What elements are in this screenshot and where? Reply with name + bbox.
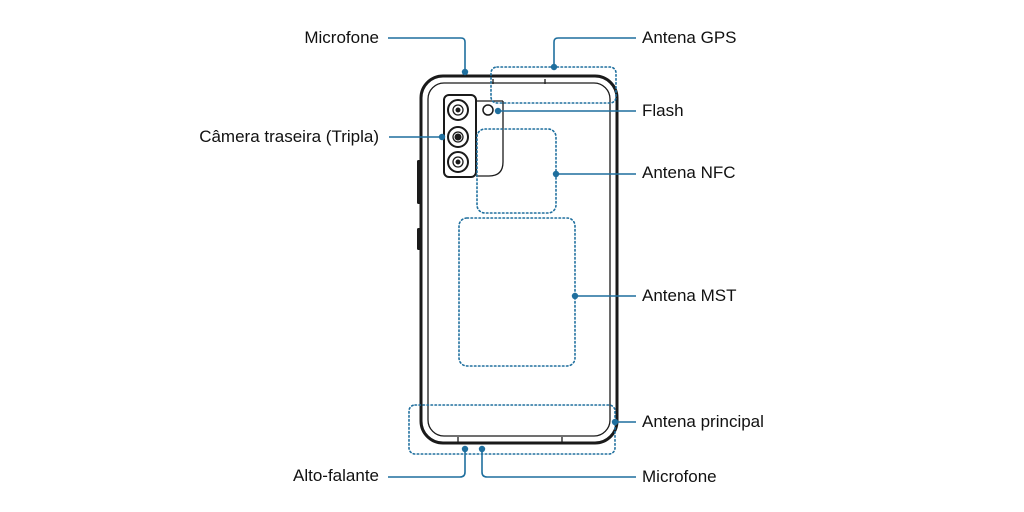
label-antena-mst: Antena MST [642,286,737,305]
label-antena-principal: Antena principal [642,412,764,431]
label-microfone-bottom: Microfone [642,467,717,486]
flash-icon [482,104,494,116]
nfc-antenna-region [476,128,557,214]
label-flash: Flash [642,101,684,120]
leader-antena-gps [553,37,636,67]
antenna-regions [408,66,617,455]
leader-microfone-top [388,37,466,72]
label-camera-traseira: Câmera traseira (Tripla) [199,127,379,146]
label-alto-falante: Alto-falante [293,466,379,485]
camera-lens-3-icon [447,151,469,173]
main-antenna-region [408,404,616,455]
label-antena-gps: Antena GPS [642,28,737,47]
label-microfone-top: Microfone [304,28,379,47]
gps-antenna-region [490,66,617,104]
leader-lines [388,37,636,478]
mst-antenna-region [458,217,576,367]
leader-alto-falante [388,449,466,478]
leader-dots [438,63,619,453]
label-antena-nfc: Antena NFC [642,163,736,182]
edge-details [457,79,563,442]
camera-lens-2-icon [447,126,469,148]
camera-lens-1-icon [447,99,469,121]
leader-microfone-bottom [481,449,636,478]
phone-outline [419,74,619,445]
side-buttons [417,160,421,250]
